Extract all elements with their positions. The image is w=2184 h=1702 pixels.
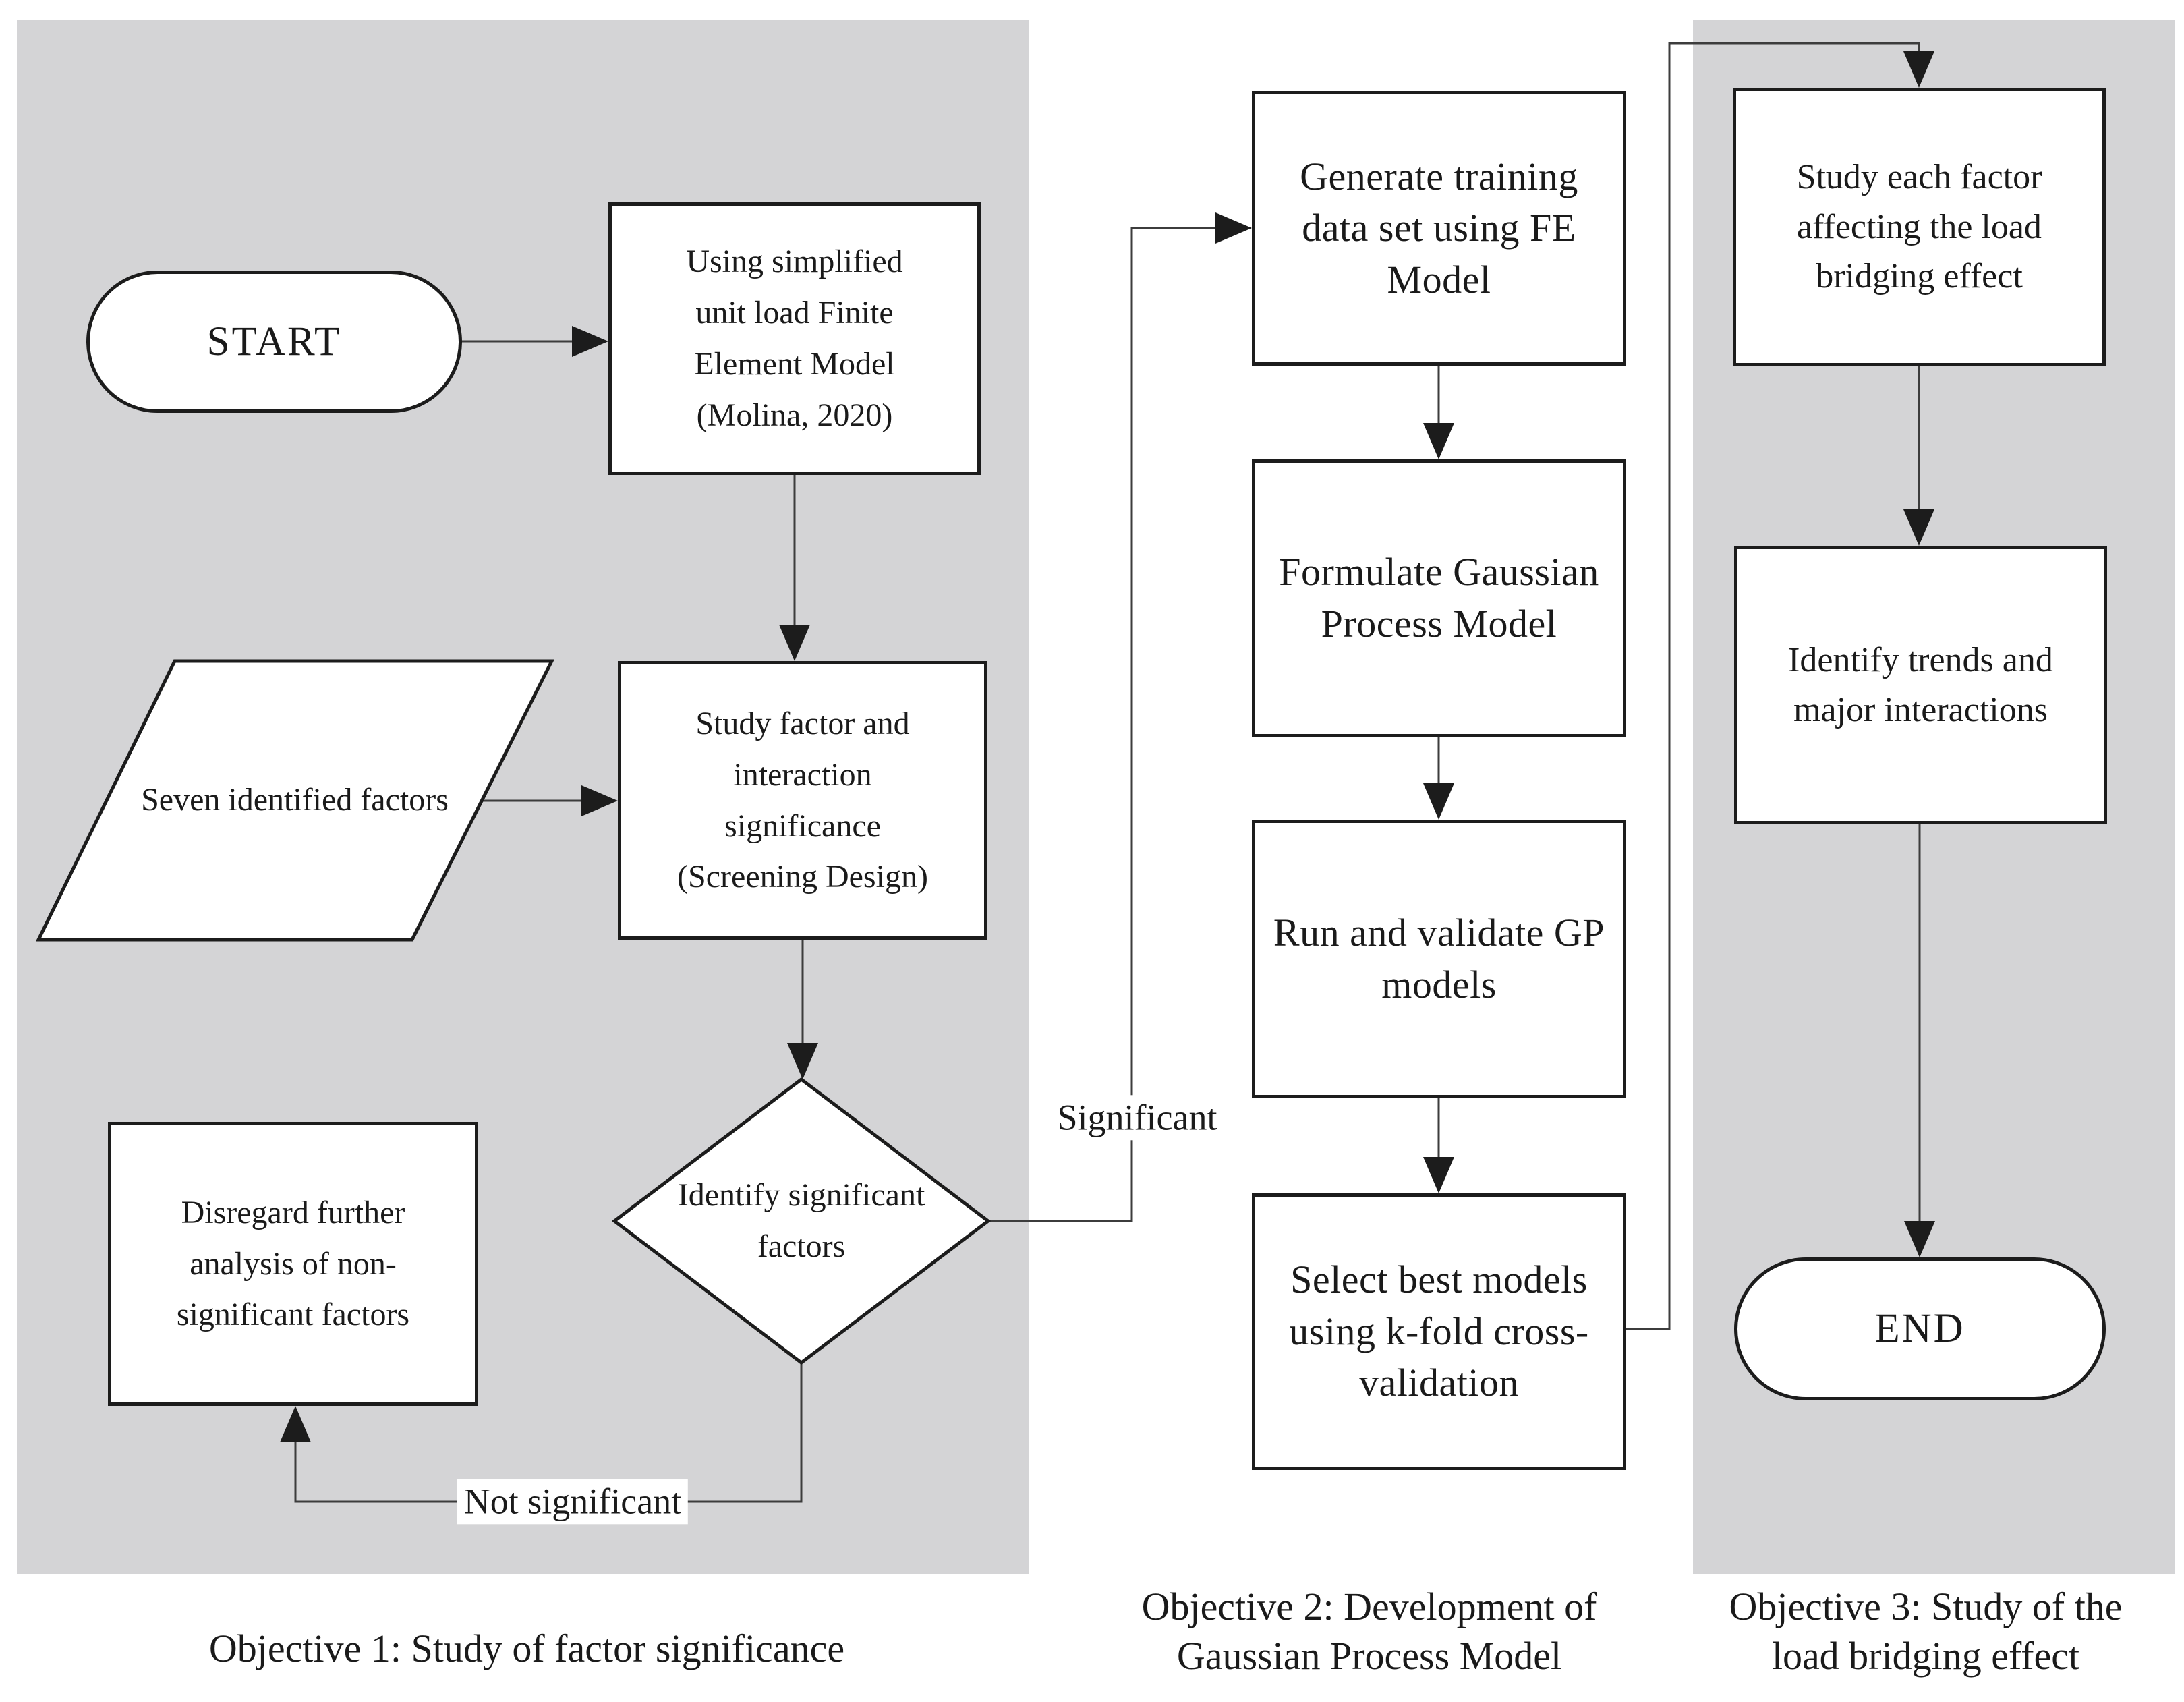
disregard-process: Disregard further analysis of non- signi…: [108, 1122, 478, 1406]
seven-factors-input: Seven identified factors: [92, 699, 497, 901]
generate-training-label: Generate training data set using FE Mode…: [1300, 154, 1578, 302]
identify-trends-label: Identify trends and major interactions: [1788, 640, 2053, 729]
formulate-gp-process: Formulate Gaussian Process Model: [1252, 459, 1626, 737]
arrowhead-generate-left: [1215, 212, 1252, 244]
edge-significant-path: [988, 227, 1217, 1222]
select-best-label: Select best models using k-fold cross- v…: [1289, 1257, 1589, 1405]
arrowhead-studyfactor-top: [1903, 51, 1934, 88]
run-validate-label: Run and validate GP models: [1273, 910, 1605, 1006]
study-each-factor-label: Study each factor affecting the load bri…: [1796, 157, 2042, 296]
screening-process: Study factor and interaction significanc…: [618, 661, 987, 940]
arrowhead-runvalidate-top: [1423, 783, 1454, 820]
not-significant-edge-label: Not significant: [457, 1479, 689, 1525]
edge-selectbest-to-studyfactor: [1626, 42, 1920, 1330]
arrowhead-screening-top: [779, 625, 810, 661]
arrowhead-trends-top: [1903, 509, 1934, 546]
formulate-gp-label: Formulate Gaussian Process Model: [1279, 550, 1599, 646]
seven-factors-label: Seven identified factors: [141, 782, 449, 818]
identify-trends-process: Identify trends and major interactions: [1734, 546, 2107, 824]
run-validate-process: Run and validate GP models: [1252, 820, 1626, 1098]
objective2-caption: Objective 2: Development of Gaussian Pro…: [1141, 1585, 1597, 1678]
identify-significant-diamond: [611, 1077, 992, 1365]
arrowhead-formulate-top: [1423, 423, 1454, 459]
arrowhead-end-top: [1904, 1221, 1935, 1257]
start-label: START: [206, 318, 342, 364]
generate-training-process: Generate training data set using FE Mode…: [1252, 91, 1626, 366]
significant-edge-label: Significant: [1050, 1095, 1224, 1141]
fe-model-label: Using simplified unit load Finite Elemen…: [686, 244, 903, 433]
arrowhead-femodel: [572, 326, 608, 357]
screening-label: Study factor and interaction significanc…: [677, 705, 928, 895]
disregard-label: Disregard further analysis of non- signi…: [176, 1194, 410, 1333]
end-terminator: END: [1734, 1257, 2106, 1400]
arrowhead-disregard-bottom: [280, 1406, 311, 1442]
objective1-caption: Objective 1: Study of factor significanc…: [208, 1626, 845, 1670]
arrowhead-screening-left: [581, 785, 618, 816]
arrowhead-diamond-top: [787, 1043, 818, 1079]
select-best-process: Select best models using k-fold cross- v…: [1252, 1193, 1626, 1470]
arrowhead-selectbest-top: [1423, 1157, 1454, 1193]
seven-factors-parallelogram: [35, 659, 555, 942]
study-each-factor-process: Study each factor affecting the load bri…: [1733, 88, 2106, 366]
identify-significant-decision: Identify significant factors: [633, 1120, 970, 1322]
end-label: END: [1874, 1306, 1965, 1351]
start-terminator: START: [86, 271, 462, 413]
objective3-caption: Objective 3: Study of the load bridging …: [1729, 1585, 2123, 1678]
fe-model-process: Using simplified unit load Finite Elemen…: [608, 202, 981, 475]
identify-significant-label: Identify significant factors: [677, 1177, 925, 1264]
